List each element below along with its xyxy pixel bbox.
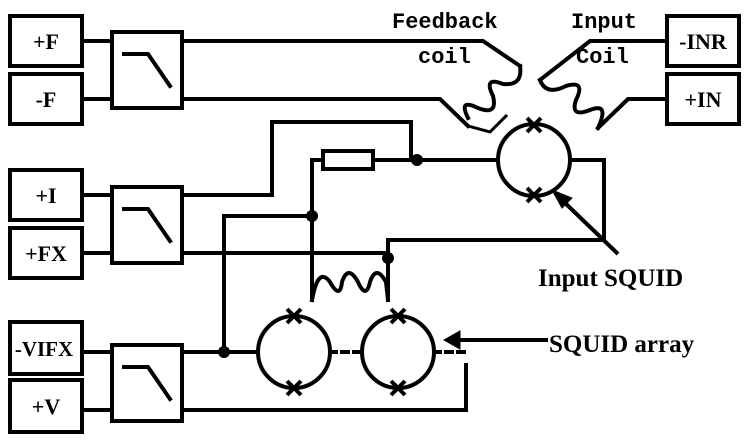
input-squid-loop <box>496 122 572 198</box>
terminal-box-plus-v <box>8 378 84 434</box>
resistor <box>321 149 375 171</box>
feedback-coil-return <box>466 113 509 134</box>
wire-plus-v-out <box>180 363 468 412</box>
array-input-coil <box>309 271 391 303</box>
wire-plus-i-out <box>180 120 413 197</box>
feedback-coil-label-line1: Feedback <box>392 10 498 35</box>
input-coil <box>537 77 605 131</box>
josephson-junction-input-bottom <box>525 186 543 204</box>
josephson-junction-array-2-bottom <box>389 379 407 397</box>
squid-array-loop-1 <box>256 314 332 390</box>
filter-box-bottom <box>110 343 184 423</box>
terminal-label-plus-f: +F <box>33 29 59 54</box>
terminal-label-plus-in: +IN <box>685 87 722 112</box>
input-coil-label-line1: Input <box>571 10 637 35</box>
josephson-junction-array-1-top <box>285 307 303 325</box>
input-squid-pointer-line <box>560 198 620 256</box>
feedback-coil-lead-bottom <box>180 97 471 129</box>
filter-box-top <box>110 30 184 110</box>
junction-dot-2 <box>306 210 318 222</box>
input-squid-label: Input SQUID <box>538 265 683 292</box>
junction-dot-4 <box>218 346 230 358</box>
terminal-label-minus-f: -F <box>36 87 57 112</box>
filter-symbol-top <box>122 52 173 89</box>
squid-array-loop-2 <box>360 314 436 390</box>
josephson-junction-array-2-top <box>389 307 407 325</box>
terminal-label-minus-vifx: -VIFX <box>15 337 73 361</box>
junction-dot-3 <box>382 252 394 264</box>
input-coil-lead-top <box>537 39 669 83</box>
input-coil-label-line2: Coil <box>576 45 629 70</box>
feedback-coil-label-line2: coil <box>418 45 471 70</box>
filter-symbol-middle <box>122 207 173 244</box>
terminal-label-plus-i: +I <box>35 183 56 208</box>
josephson-junction-array-1-bottom <box>285 379 303 397</box>
wire-squid-array-left <box>180 214 314 354</box>
squid-array-pointer-head <box>442 330 461 350</box>
terminal-label-plus-fx: +FX <box>25 241 67 266</box>
feedback-coil <box>462 63 523 121</box>
input-squid-pointer-head <box>550 189 573 209</box>
junction-dot-1 <box>411 154 423 166</box>
squid-array-label: SQUID array <box>549 331 695 358</box>
input-coil-lead-bottom <box>595 97 669 131</box>
filter-box-middle <box>110 185 184 265</box>
filter-symbol-bottom <box>122 365 173 402</box>
terminal-box-minus-vifx <box>8 320 84 376</box>
wire-plus-fx-out <box>180 251 390 302</box>
terminal-label-minus-inr: -INR <box>679 29 728 54</box>
josephson-junction-input-top <box>525 116 543 134</box>
terminal-label-plus-v: +V <box>32 394 61 419</box>
feedback-coil-lead-top <box>180 39 523 69</box>
